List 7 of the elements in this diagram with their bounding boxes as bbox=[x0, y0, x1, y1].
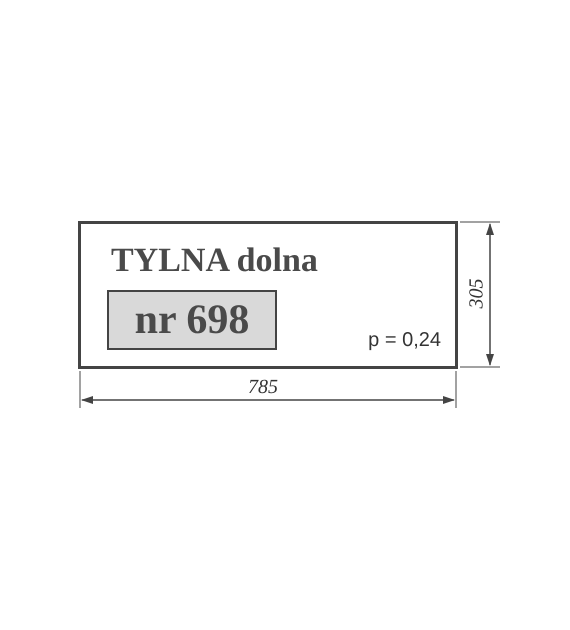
dimension-label: 305 bbox=[466, 278, 488, 308]
part-number: nr 698 bbox=[134, 296, 250, 344]
glass-pane-outline bbox=[78, 221, 458, 369]
area-value: p = 0,24 bbox=[368, 329, 441, 352]
part-number-box bbox=[107, 290, 277, 350]
part-name: TYLNA dolna bbox=[111, 242, 318, 280]
dimension-label: 785 bbox=[248, 376, 278, 399]
